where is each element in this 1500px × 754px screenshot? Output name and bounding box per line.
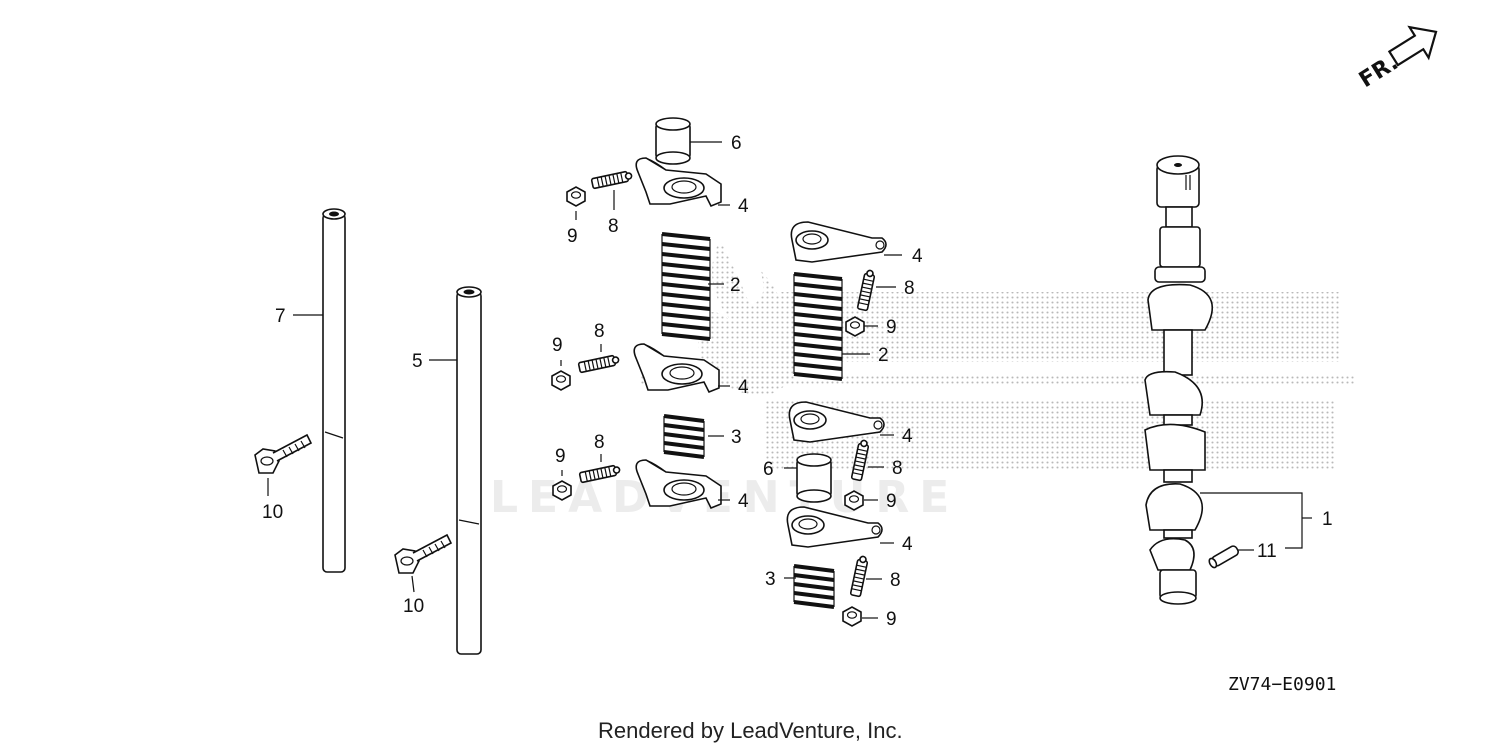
- callout-1: 1: [1322, 509, 1333, 530]
- rocker-arm-part-4-a: [635, 157, 722, 207]
- spring-part-3-left: [662, 410, 706, 462]
- callout-4: 4: [902, 534, 913, 555]
- nut-part-9-e: [844, 490, 864, 511]
- nut-part-9-d: [845, 316, 865, 337]
- callout-10: 10: [262, 502, 283, 523]
- stud-part-8-b: [577, 353, 621, 374]
- callout-2: 2: [730, 275, 741, 296]
- callout-9: 9: [886, 491, 897, 512]
- camshaft-part-1: [1144, 155, 1214, 605]
- callout-8: 8: [904, 278, 915, 299]
- callout-4: 4: [738, 491, 749, 512]
- shaft-part-5: [456, 286, 482, 655]
- callout-labels: 6 4 9 8 2 9 8 4 3 9 8 4 7 5 10 10 4 8 9 …: [262, 133, 1333, 630]
- callout-9: 9: [552, 335, 563, 356]
- callout-4: 4: [738, 196, 749, 217]
- stud-part-8-f: [849, 554, 870, 598]
- nut-part-9-c: [552, 480, 572, 501]
- callout-9: 9: [567, 226, 578, 247]
- nut-part-9-f: [842, 606, 862, 627]
- front-arrow-icon: [1387, 25, 1438, 67]
- callout-11: 11: [1257, 541, 1277, 562]
- spring-part-2-right: [792, 268, 844, 382]
- bolt-part-10-lower: [394, 534, 452, 574]
- callout-9: 9: [886, 609, 897, 630]
- callout-4: 4: [738, 377, 749, 398]
- collar-part-6-lower: [796, 453, 832, 503]
- callout-4: 4: [902, 426, 913, 447]
- callout-6: 6: [763, 459, 774, 480]
- callout-8: 8: [892, 458, 903, 479]
- collar-part-6-upper: [655, 117, 691, 165]
- callout-7: 7: [275, 306, 286, 327]
- callout-4: 4: [912, 246, 923, 267]
- spring-part-2-left: [660, 228, 712, 342]
- callout-9: 9: [886, 317, 897, 338]
- callout-6: 6: [731, 133, 742, 154]
- stud-part-8-a: [590, 169, 634, 190]
- nut-part-9-b: [551, 370, 571, 391]
- front-direction-indicator: FR.: [1355, 25, 1438, 93]
- diagram-code: ZV74−E0901: [1228, 674, 1336, 695]
- leader-lines: [267, 141, 1312, 619]
- spring-part-3-right: [792, 560, 836, 612]
- rocker-arm-part-4-d: [790, 221, 887, 263]
- shaft-part-7: [322, 208, 346, 573]
- callout-9: 9: [555, 446, 566, 467]
- callout-8: 8: [594, 432, 605, 453]
- nut-part-9-a: [566, 186, 586, 207]
- callout-10: 10: [403, 596, 424, 617]
- callout-8: 8: [890, 570, 901, 591]
- honda-watermark-letters: [765, 292, 1340, 470]
- bolt-part-10-upper: [254, 434, 312, 474]
- rocker-arm-part-4-c: [635, 459, 722, 509]
- honda-marine-watermark: LEADVENTURE: [490, 240, 1355, 523]
- callout-3: 3: [731, 427, 742, 448]
- callout-8: 8: [594, 321, 605, 342]
- callout-8: 8: [608, 216, 619, 237]
- callout-5: 5: [412, 351, 423, 372]
- render-credit: Rendered by LeadVenture, Inc.: [598, 718, 903, 743]
- callout-2: 2: [878, 345, 889, 366]
- callout-3: 3: [765, 569, 776, 590]
- pin-part-11: [1208, 545, 1239, 569]
